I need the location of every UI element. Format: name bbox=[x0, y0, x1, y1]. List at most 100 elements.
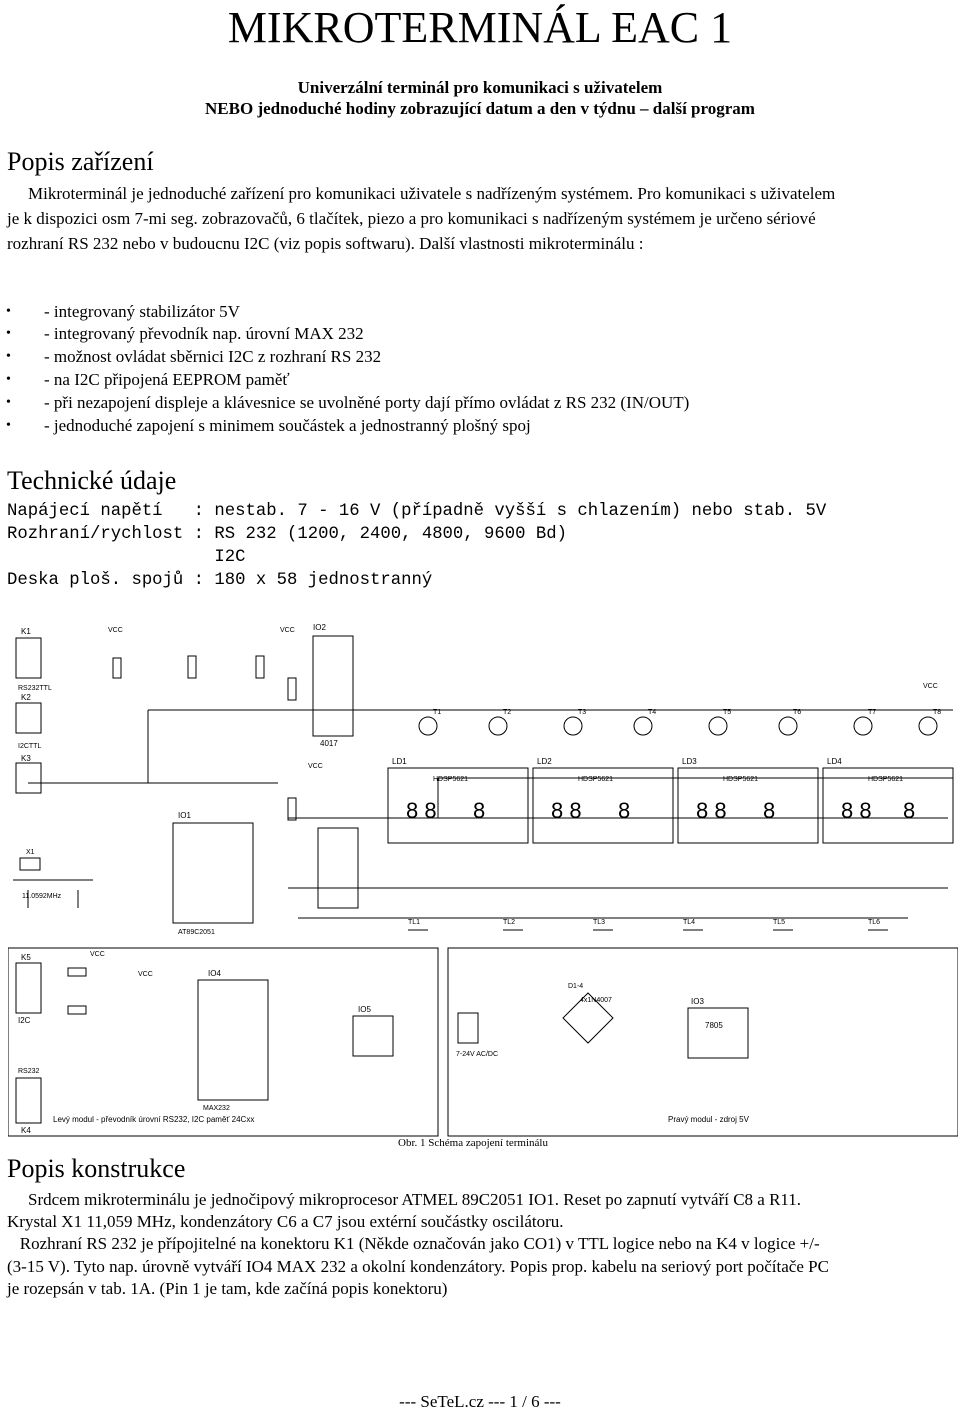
intro-line: Mikroterminál je jednoduché zařízení pro… bbox=[28, 184, 836, 203]
svg-text:VCC: VCC bbox=[108, 627, 123, 634]
svg-text:K2: K2 bbox=[21, 693, 31, 702]
svg-text:8 8: 8 8 bbox=[406, 798, 437, 823]
feature-item: • - integrovaný stabilizátor 5V bbox=[6, 301, 240, 323]
right-module-box bbox=[447, 947, 958, 1137]
svg-text:IO1: IO1 bbox=[178, 811, 191, 820]
svg-text:T6: T6 bbox=[793, 709, 801, 716]
svg-text:IO2: IO2 bbox=[313, 623, 326, 632]
svg-text:RS232TTL: RS232TTL bbox=[18, 685, 52, 692]
io1-chip bbox=[172, 822, 254, 924]
io3-regulator bbox=[687, 1007, 749, 1059]
svg-text:IO4: IO4 bbox=[208, 969, 221, 978]
svg-text:X1: X1 bbox=[26, 849, 35, 856]
svg-text:VCC: VCC bbox=[138, 971, 153, 978]
svg-text:RS232: RS232 bbox=[18, 1068, 40, 1075]
spec-line: Napájecí napětí : nestab. 7 - 16 V (příp… bbox=[7, 502, 827, 521]
svg-text:VCC: VCC bbox=[923, 683, 938, 690]
display-ld1 bbox=[387, 767, 529, 844]
bullet-icon: • bbox=[6, 372, 11, 387]
construction-line: Krystal X1 11,059 MHz, kondenzátory C6 a… bbox=[7, 1212, 564, 1231]
svg-text:LD4: LD4 bbox=[827, 757, 842, 766]
feature-item: • - při nezapojení displeje a klávesnice … bbox=[6, 392, 690, 414]
feature-item: •- možnost ovládat sběrnici I2C z rozhra… bbox=[6, 346, 381, 368]
left-module-label: Levý modul - převodník úrovní RS232, I2C… bbox=[53, 1115, 254, 1124]
svg-text:VCC: VCC bbox=[280, 627, 295, 634]
svg-text:T7: T7 bbox=[868, 709, 876, 716]
svg-text:T4: T4 bbox=[648, 709, 656, 716]
svg-text:LD3: LD3 bbox=[682, 757, 697, 766]
page-title: MIKROTERMINÁL EAC 1 bbox=[227, 3, 733, 52]
spec-line: I2C bbox=[7, 548, 246, 567]
connector-k3 bbox=[15, 762, 42, 794]
svg-text:IO5: IO5 bbox=[358, 1005, 371, 1014]
svg-text:11.0592MHz: 11.0592MHz bbox=[22, 893, 62, 900]
intro-line: rozhraní RS 232 nebo v budoucnu I2C (viz… bbox=[7, 234, 644, 253]
feature-text: - při nezapojení displeje a klávesnice s… bbox=[44, 393, 690, 412]
construction-line: je rozepsán v tab. 1A. (Pin 1 je tam, kd… bbox=[7, 1279, 448, 1298]
feature-item: • - na I2C připojená EEPROM paměť bbox=[6, 369, 290, 391]
svg-text:TL5: TL5 bbox=[773, 919, 785, 926]
svg-text:HDSP5621: HDSP5621 bbox=[578, 776, 613, 783]
svg-text:TL3: TL3 bbox=[593, 919, 605, 926]
svg-text:4x1N4007: 4x1N4007 bbox=[580, 997, 612, 1004]
display-ld2 bbox=[532, 767, 674, 844]
svg-text:HDSP5621: HDSP5621 bbox=[723, 776, 758, 783]
svg-text:TL4: TL4 bbox=[683, 919, 695, 926]
connector-k3-power bbox=[457, 1012, 479, 1044]
svg-text:I2CTTL: I2CTTL bbox=[18, 743, 41, 750]
feature-text: - jednoduché zapojení s minimem součáste… bbox=[44, 416, 531, 435]
page-footer: --- SeTeL.cz --- 1 / 6 --- bbox=[399, 1392, 561, 1411]
svg-text:8: 8 bbox=[618, 798, 630, 823]
svg-text:K3: K3 bbox=[21, 754, 31, 763]
display-ld4 bbox=[822, 767, 954, 844]
svg-text:IO3: IO3 bbox=[691, 997, 704, 1006]
svg-text:VCC: VCC bbox=[308, 763, 323, 770]
svg-text:T5: T5 bbox=[723, 709, 731, 716]
crystal-x1 bbox=[19, 857, 41, 871]
bullet-icon: • bbox=[6, 395, 11, 410]
feature-item: • - jednoduché zapojení s minimem součást… bbox=[6, 415, 531, 437]
svg-text:8 8: 8 8 bbox=[841, 798, 872, 823]
svg-text:K5: K5 bbox=[21, 953, 31, 962]
svg-text:K4: K4 bbox=[21, 1126, 31, 1135]
svg-text:8: 8 bbox=[473, 798, 485, 823]
feature-text: - na I2C připojená EEPROM paměť bbox=[44, 370, 290, 389]
io2-chip bbox=[312, 635, 354, 737]
bullet-icon: • bbox=[6, 326, 11, 341]
svg-text:8 8: 8 8 bbox=[696, 798, 727, 823]
feature-item: •- integrovaný převodník nap. úrovní MAX… bbox=[6, 323, 364, 345]
io4-chip bbox=[197, 979, 269, 1101]
svg-text:VCC: VCC bbox=[90, 951, 105, 958]
heading-popis-zarizeni: Popis zařízení bbox=[7, 147, 154, 176]
svg-text:8: 8 bbox=[763, 798, 775, 823]
svg-text:T2: T2 bbox=[503, 709, 511, 716]
svg-text:LD2: LD2 bbox=[537, 757, 552, 766]
svg-text:T8: T8 bbox=[933, 709, 941, 716]
svg-text:TL1: TL1 bbox=[408, 919, 420, 926]
spec-line: Deska ploš. spojů : 180 x 58 jednostrann… bbox=[7, 571, 433, 590]
connector-k5 bbox=[15, 962, 42, 1014]
svg-text:MAX232: MAX232 bbox=[203, 1105, 230, 1112]
svg-text:TL6: TL6 bbox=[868, 919, 880, 926]
construction-line: Srdcem mikroterminálu je jednočipový mik… bbox=[28, 1190, 802, 1209]
svg-text:T1: T1 bbox=[433, 709, 441, 716]
svg-text:T3: T3 bbox=[578, 709, 586, 716]
transistor-group bbox=[418, 716, 938, 736]
figure-caption: Obr. 1 Schéma zapojení terminálu bbox=[398, 1137, 548, 1149]
subtitle-2: NEBO jednoduché hodiny zobrazující datum… bbox=[205, 99, 755, 118]
subtitle-1: Univerzální terminál pro komunikaci s už… bbox=[297, 78, 663, 97]
heading-technicke-udaje: Technické údaje bbox=[7, 466, 177, 495]
intro-line: je k dispozici osm 7-mi seg. zobrazovačů… bbox=[7, 209, 816, 228]
bullet-icon: • bbox=[6, 418, 11, 433]
feature-text: - integrovaný stabilizátor 5V bbox=[44, 302, 240, 321]
svg-text:7805: 7805 bbox=[705, 1021, 723, 1030]
construction-line: (3-15 V). Tyto nap. úrovně vytváří IO4 M… bbox=[7, 1257, 829, 1276]
svg-text:TL2: TL2 bbox=[503, 919, 515, 926]
svg-text:LD1: LD1 bbox=[392, 757, 407, 766]
bridge-rectifier bbox=[562, 992, 614, 1044]
resistor-array bbox=[317, 827, 359, 909]
svg-text:K1: K1 bbox=[21, 627, 31, 636]
bullet-icon: • bbox=[6, 304, 11, 319]
svg-text:HDSP5621: HDSP5621 bbox=[868, 776, 903, 783]
